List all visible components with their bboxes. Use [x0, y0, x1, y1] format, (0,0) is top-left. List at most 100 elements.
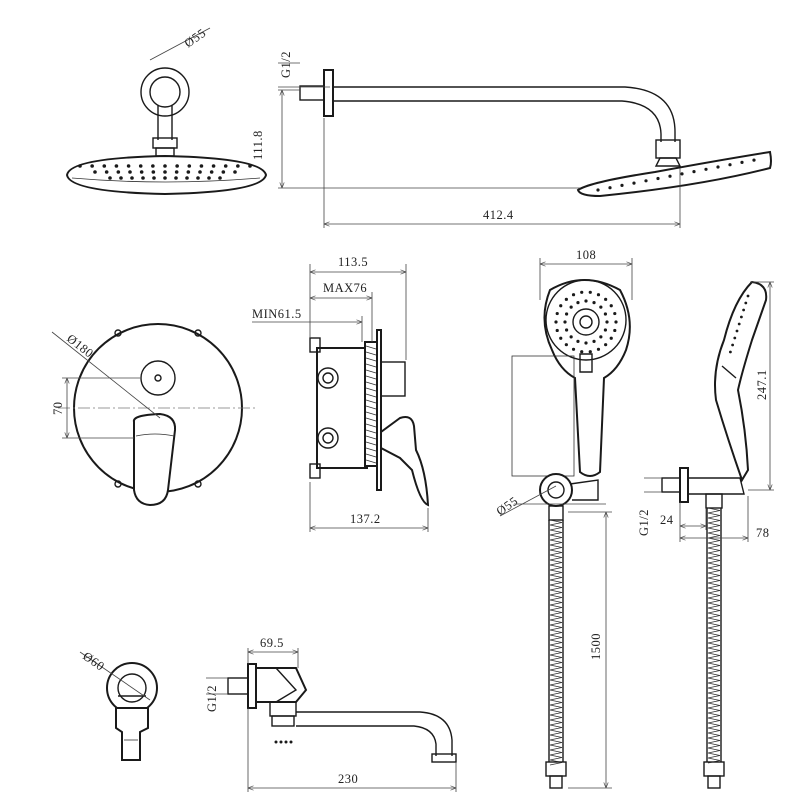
box-fin-line: [365, 345, 377, 350]
box-width-label: 137.2: [350, 512, 381, 526]
nozzle-dot: [564, 328, 569, 332]
nozzle-dot: [740, 315, 743, 319]
nozzle-dot: [554, 320, 558, 324]
box-fin-line: [365, 405, 377, 410]
nozzle-dot: [163, 164, 167, 168]
box-fin-line: [365, 351, 377, 356]
nozzle-dot: [580, 350, 584, 354]
nozzle-dot: [102, 164, 107, 168]
nozzle-dot: [126, 164, 131, 168]
arm-drop-label: 111.8: [251, 130, 265, 160]
nozzle-dot: [555, 311, 559, 316]
box-fin-line: [365, 429, 377, 434]
spout-thread-label: G1/2: [205, 685, 219, 712]
nozzle-dot: [151, 170, 156, 174]
box-fin-line: [365, 399, 377, 404]
outlet-thread-label: G1/2: [637, 509, 651, 536]
nozzle-dot: [729, 350, 732, 354]
nozzle-dot: [603, 328, 608, 332]
nozzle-dot: [613, 328, 617, 333]
nozzle-dot: [592, 339, 596, 344]
box-fin-line: [365, 393, 377, 398]
nozzle-dot: [564, 312, 569, 316]
nozzle-dot: [141, 176, 145, 180]
nozzle-dot: [605, 320, 609, 324]
nozzle-dot: [592, 300, 596, 305]
nozzle-dot: [128, 170, 132, 174]
box-fin-line: [365, 417, 377, 422]
nozzle-dot: [221, 170, 226, 174]
nozzle-dot: [199, 164, 204, 168]
nozzle-dot: [584, 341, 588, 345]
nozzle-dot: [584, 299, 588, 303]
nozzle-dot: [138, 164, 143, 168]
hand-shower-length-label: 247.1: [755, 369, 769, 400]
nozzle-dot: [104, 170, 109, 174]
box-fin-line: [365, 447, 377, 452]
box-fin-line: [365, 381, 377, 386]
spout-length-label: 230: [338, 772, 358, 786]
spout-plate-diameter-label: Ø60: [80, 649, 107, 674]
nozzle-dot: [108, 176, 112, 180]
mixer-plate-front-view: Ø180 70: [51, 323, 258, 507]
nozzle-dot: [588, 290, 592, 294]
nozzle-dot: [742, 308, 745, 312]
nozzle-dot: [608, 186, 612, 190]
nozzle-dot: [746, 294, 750, 298]
nozzle-dot: [559, 304, 563, 308]
nozzle-dot: [236, 164, 240, 168]
nozzle-dot: [564, 297, 568, 301]
outlet-projection-label: 78: [756, 526, 770, 540]
nozzle-dot: [571, 293, 576, 297]
nozzle-dot: [668, 174, 672, 178]
nozzle-dot: [152, 176, 156, 180]
nozzle-dot: [609, 304, 613, 308]
nozzle-dot: [733, 336, 737, 340]
nozzle-dot: [596, 347, 601, 351]
nozzle-dot: [740, 160, 744, 164]
nozzle-dot: [248, 164, 252, 168]
nozzle-dot: [185, 176, 189, 180]
plate-offset-label: 70: [51, 402, 65, 416]
spout-detail-dot: [279, 740, 283, 744]
nozzle-dot: [209, 170, 214, 174]
nozzle-dot: [599, 305, 603, 309]
box-fin-line: [365, 357, 377, 362]
nozzle-dot: [569, 305, 573, 309]
nozzle-dot: [644, 179, 648, 183]
nozzle-dot: [614, 320, 618, 324]
nozzle-dot: [704, 167, 708, 171]
nozzle-dot: [576, 300, 580, 305]
nozzle-dot: [599, 335, 603, 339]
nozzle-dot: [174, 176, 178, 180]
box-fin-line: [365, 459, 377, 464]
box-depth-total-label: 113.5: [338, 255, 368, 269]
nozzle-dot: [576, 339, 580, 344]
nozzle-dot: [223, 164, 228, 168]
box-depth-min-label: MIN61.5: [252, 307, 302, 321]
nozzle-dot: [563, 320, 567, 324]
nozzle-dot: [196, 176, 200, 180]
nozzle-dot: [139, 170, 144, 174]
nozzle-dot: [90, 164, 94, 168]
nozzle-dot: [716, 165, 720, 169]
nozzle-dot: [596, 188, 600, 192]
nozzle-dot: [211, 164, 216, 168]
nozzle-dot: [130, 176, 134, 180]
box-fin-line: [365, 435, 377, 440]
nozzle-dot: [656, 176, 660, 181]
nozzle-dot: [580, 290, 584, 294]
nozzle-dot: [680, 172, 684, 176]
nozzle-dot: [151, 164, 155, 168]
hand-shower-side-view: 247.1 G1/2 24 78: [637, 280, 774, 789]
nozzle-dot: [114, 164, 119, 168]
nozzle-dot: [620, 183, 624, 187]
spout-front-view: Ø60: [79, 649, 158, 761]
box-fin-line: [365, 453, 377, 458]
hand-shower-front-view: Ø55 108 1500: [494, 248, 633, 789]
box-fin-line: [365, 411, 377, 416]
box-fin-line: [365, 363, 377, 368]
spout-detail-dot: [274, 740, 278, 744]
nozzle-dot: [78, 164, 82, 168]
